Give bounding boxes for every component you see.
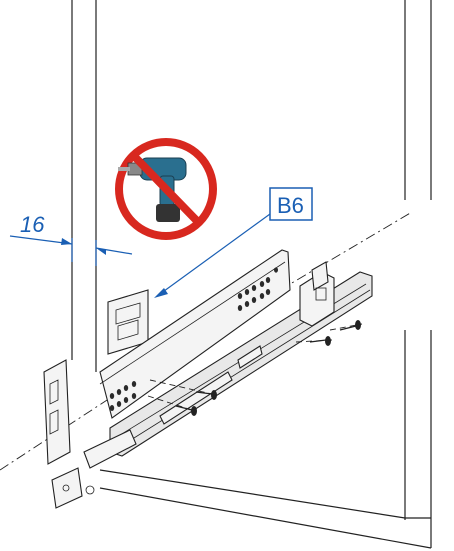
- drawer-runner: [99, 249, 291, 419]
- screw-front-lower: [147, 395, 197, 416]
- screw-front-upper: [149, 379, 217, 400]
- rear-bracket: [299, 261, 335, 327]
- callout-label: B6: [277, 193, 304, 218]
- screw-rear-lower: [295, 336, 333, 346]
- dimension-16: 16: [9, 212, 133, 266]
- front-bracket: [43, 359, 137, 509]
- no-drill-icon: [115, 138, 217, 240]
- callout-box: [269, 187, 313, 221]
- screw-rear-upper: [329, 320, 363, 331]
- callout-b6: B6: [154, 187, 313, 298]
- runner-holes: [109, 267, 278, 411]
- dimension-label: 16: [20, 212, 45, 237]
